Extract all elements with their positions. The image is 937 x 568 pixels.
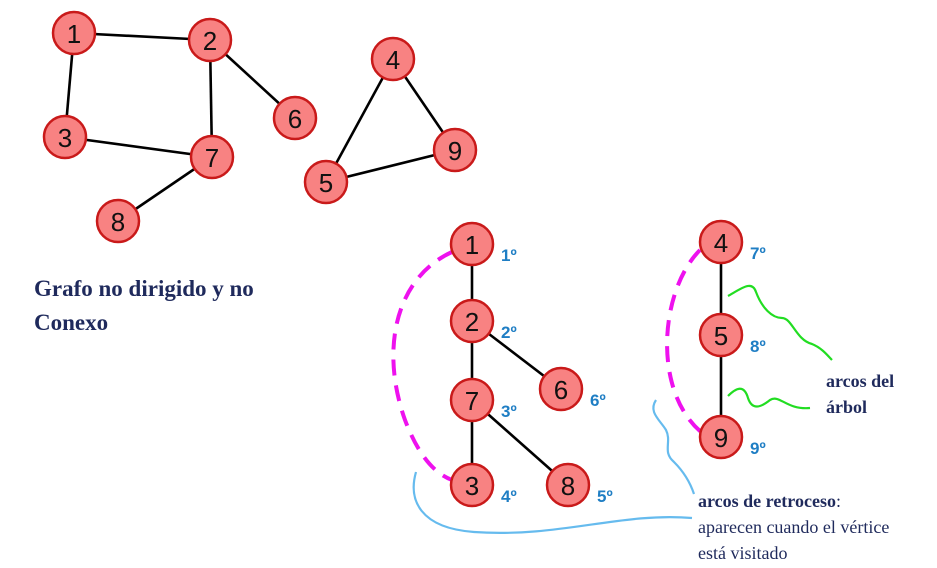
original-node-9-label: 9 xyxy=(448,136,462,166)
original-node-4: 4 xyxy=(370,36,416,82)
tree-node-2-visit-order: 2º xyxy=(501,323,517,342)
tree-node-4-circle xyxy=(698,219,744,265)
back-arcs-pointer xyxy=(412,471,693,534)
original-node-8-circle xyxy=(95,198,141,244)
back-arcs-line-1: arcos de retroceso: xyxy=(698,488,937,514)
original-node-6-label: 6 xyxy=(288,104,302,134)
original-node-5: 5 xyxy=(303,159,349,205)
tree-node-6: 6 xyxy=(538,366,584,412)
original-node-8-label: 8 xyxy=(111,207,125,237)
original-node-5-circle xyxy=(303,159,349,205)
tree-node-5-circle xyxy=(698,312,744,358)
tree-node-1: 1 xyxy=(449,221,495,267)
tree-arcs-label: arcos del árbol xyxy=(826,368,894,420)
back-arcs-colon: : xyxy=(835,491,841,511)
original-node-4-label: 4 xyxy=(386,45,400,75)
tree-node-9-label: 9 xyxy=(714,423,728,453)
back-arcs-title: arcos de retroceso xyxy=(698,491,836,511)
tree-node-3-label: 3 xyxy=(465,471,479,501)
back-arcs-line-2: aparecen cuando el vértice xyxy=(698,517,890,537)
original-node-5-label: 5 xyxy=(319,168,333,198)
back-arcs-line-3: está visitado xyxy=(698,543,788,563)
original-node-8: 8 xyxy=(95,198,141,244)
original-edge-1-2 xyxy=(73,31,211,42)
tree-arcs-pointer-upper xyxy=(727,284,833,361)
original-edge-3-7 xyxy=(64,135,213,159)
tree-node-1-label: 1 xyxy=(465,230,479,260)
original-node-3: 3 xyxy=(42,114,88,160)
caption-line-2: Conexo xyxy=(34,310,109,335)
back-edges xyxy=(391,248,703,482)
original-node-6-circle xyxy=(272,95,318,141)
tree-node-2-circle xyxy=(449,298,495,344)
original-node-7: 7 xyxy=(189,134,235,180)
tree-node-6-visit-order: 6º xyxy=(590,391,606,410)
tree-node-5: 5 xyxy=(698,312,744,358)
tree-node-2: 2 xyxy=(449,298,495,344)
tree-node-6-label: 6 xyxy=(554,375,568,405)
original-node-7-label: 7 xyxy=(205,143,219,173)
original-node-3-label: 3 xyxy=(58,123,72,153)
original-node-1-label: 1 xyxy=(67,19,81,49)
original-edge-4-5 xyxy=(324,58,395,183)
original-node-6: 6 xyxy=(272,95,318,141)
tree-arcs-line-2: árbol xyxy=(826,397,868,417)
tree-node-9-circle xyxy=(698,414,744,460)
original-node-2-circle xyxy=(187,17,233,63)
tree-node-5-label: 5 xyxy=(714,321,728,351)
tree-node-9-visit-order: 9º xyxy=(750,439,766,458)
back-arcs-label: arcos de retroceso: aparecen cuando el v… xyxy=(698,488,937,566)
original-node-1-circle xyxy=(51,10,97,56)
tree-node-1-circle xyxy=(449,221,495,267)
back-edge-1-3 xyxy=(391,250,453,482)
tree-node-8: 8 xyxy=(545,462,591,508)
tree-node-2-label: 2 xyxy=(465,307,479,337)
back-arcs-pointer-right xyxy=(652,399,696,495)
tree-arcs-pointer-lower xyxy=(727,387,811,410)
tree-node-4-label: 4 xyxy=(714,228,728,258)
caption-line-1: Grafo no dirigido y no xyxy=(34,276,254,301)
tree-node-8-circle xyxy=(545,462,591,508)
tree-node-8-visit-order: 5º xyxy=(597,487,613,506)
original-node-2: 2 xyxy=(187,17,233,63)
tree-node-9: 9 xyxy=(698,414,744,460)
original-node-3-circle xyxy=(42,114,88,160)
original-node-1: 1 xyxy=(51,10,97,56)
tree-node-3: 3 xyxy=(449,462,495,508)
original-node-2-label: 2 xyxy=(203,26,217,56)
spanning-tree-nodes: 1 1º 2 2º 7 3º 3 4º 8 5º 6 6º 4 7º 5 8º 9 9º xyxy=(449,219,766,508)
original-node-9-circle xyxy=(432,127,478,173)
original-node-9: 9 xyxy=(432,127,478,173)
tree-node-7-circle xyxy=(449,377,495,423)
tree-node-5-visit-order: 8º xyxy=(750,337,766,356)
original-node-7-circle xyxy=(189,134,235,180)
back-edge-4-9 xyxy=(665,248,703,434)
tree-node-8-label: 8 xyxy=(561,471,575,501)
graph-caption: Grafo no dirigido y no Conexo xyxy=(34,272,254,340)
tree-node-4-visit-order: 7º xyxy=(750,244,766,263)
original-node-4-circle xyxy=(370,36,416,82)
spanning-tree-edges xyxy=(470,242,723,486)
tree-node-7: 7 xyxy=(449,377,495,423)
original-graph-nodes: 1 2 3 6 7 8 4 5 9 xyxy=(42,10,478,244)
tree-arcs-line-1: arcos del xyxy=(826,371,895,391)
tree-node-3-visit-order: 4º xyxy=(501,487,517,506)
tree-node-6-circle xyxy=(538,366,584,412)
tree-node-7-visit-order: 3º xyxy=(501,402,517,421)
tree-node-1-visit-order: 1º xyxy=(501,246,517,265)
tree-node-3-circle xyxy=(449,462,495,508)
tree-node-4: 4 xyxy=(698,219,744,265)
tree-node-7-label: 7 xyxy=(465,386,479,416)
